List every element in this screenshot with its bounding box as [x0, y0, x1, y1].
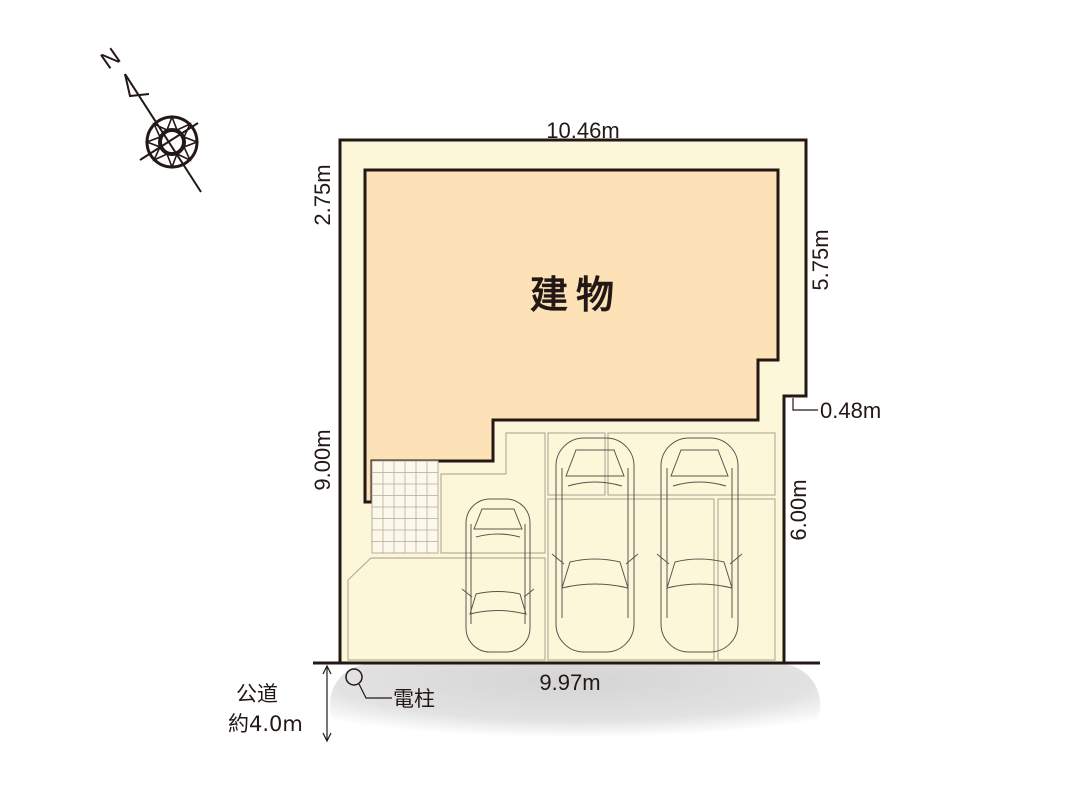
dimension-step: 0.48m [820, 398, 881, 423]
road-width-arrow [322, 664, 332, 743]
road-label: 公道 [236, 682, 278, 706]
dimension-right-lower: 6.00m [786, 479, 811, 540]
building-footprint [363, 168, 780, 504]
car-large-2 [656, 437, 743, 653]
car-large-1 [551, 437, 639, 653]
car-small [461, 498, 535, 653]
road-width-label: 約4.0m [228, 712, 303, 736]
dimension-left-lower: 9.00m [310, 429, 335, 490]
dimension-bottom: 9.97m [539, 670, 600, 695]
dimension-left-upper: 2.75m [310, 164, 335, 225]
pole-leader-line [358, 683, 392, 699]
north-compass-icon: N [96, 43, 202, 193]
utility-pole-label: 電柱 [393, 687, 435, 711]
compass-north-letter: N [96, 43, 126, 75]
tiled-entrance [371, 460, 439, 554]
step-leader-line [792, 398, 818, 411]
utility-pole-icon [345, 668, 363, 686]
dimension-right-upper: 5.75m [808, 229, 833, 290]
building-label: 建物 [530, 273, 622, 317]
paving-sections [347, 432, 776, 661]
dimension-top: 10.46m [546, 118, 619, 143]
